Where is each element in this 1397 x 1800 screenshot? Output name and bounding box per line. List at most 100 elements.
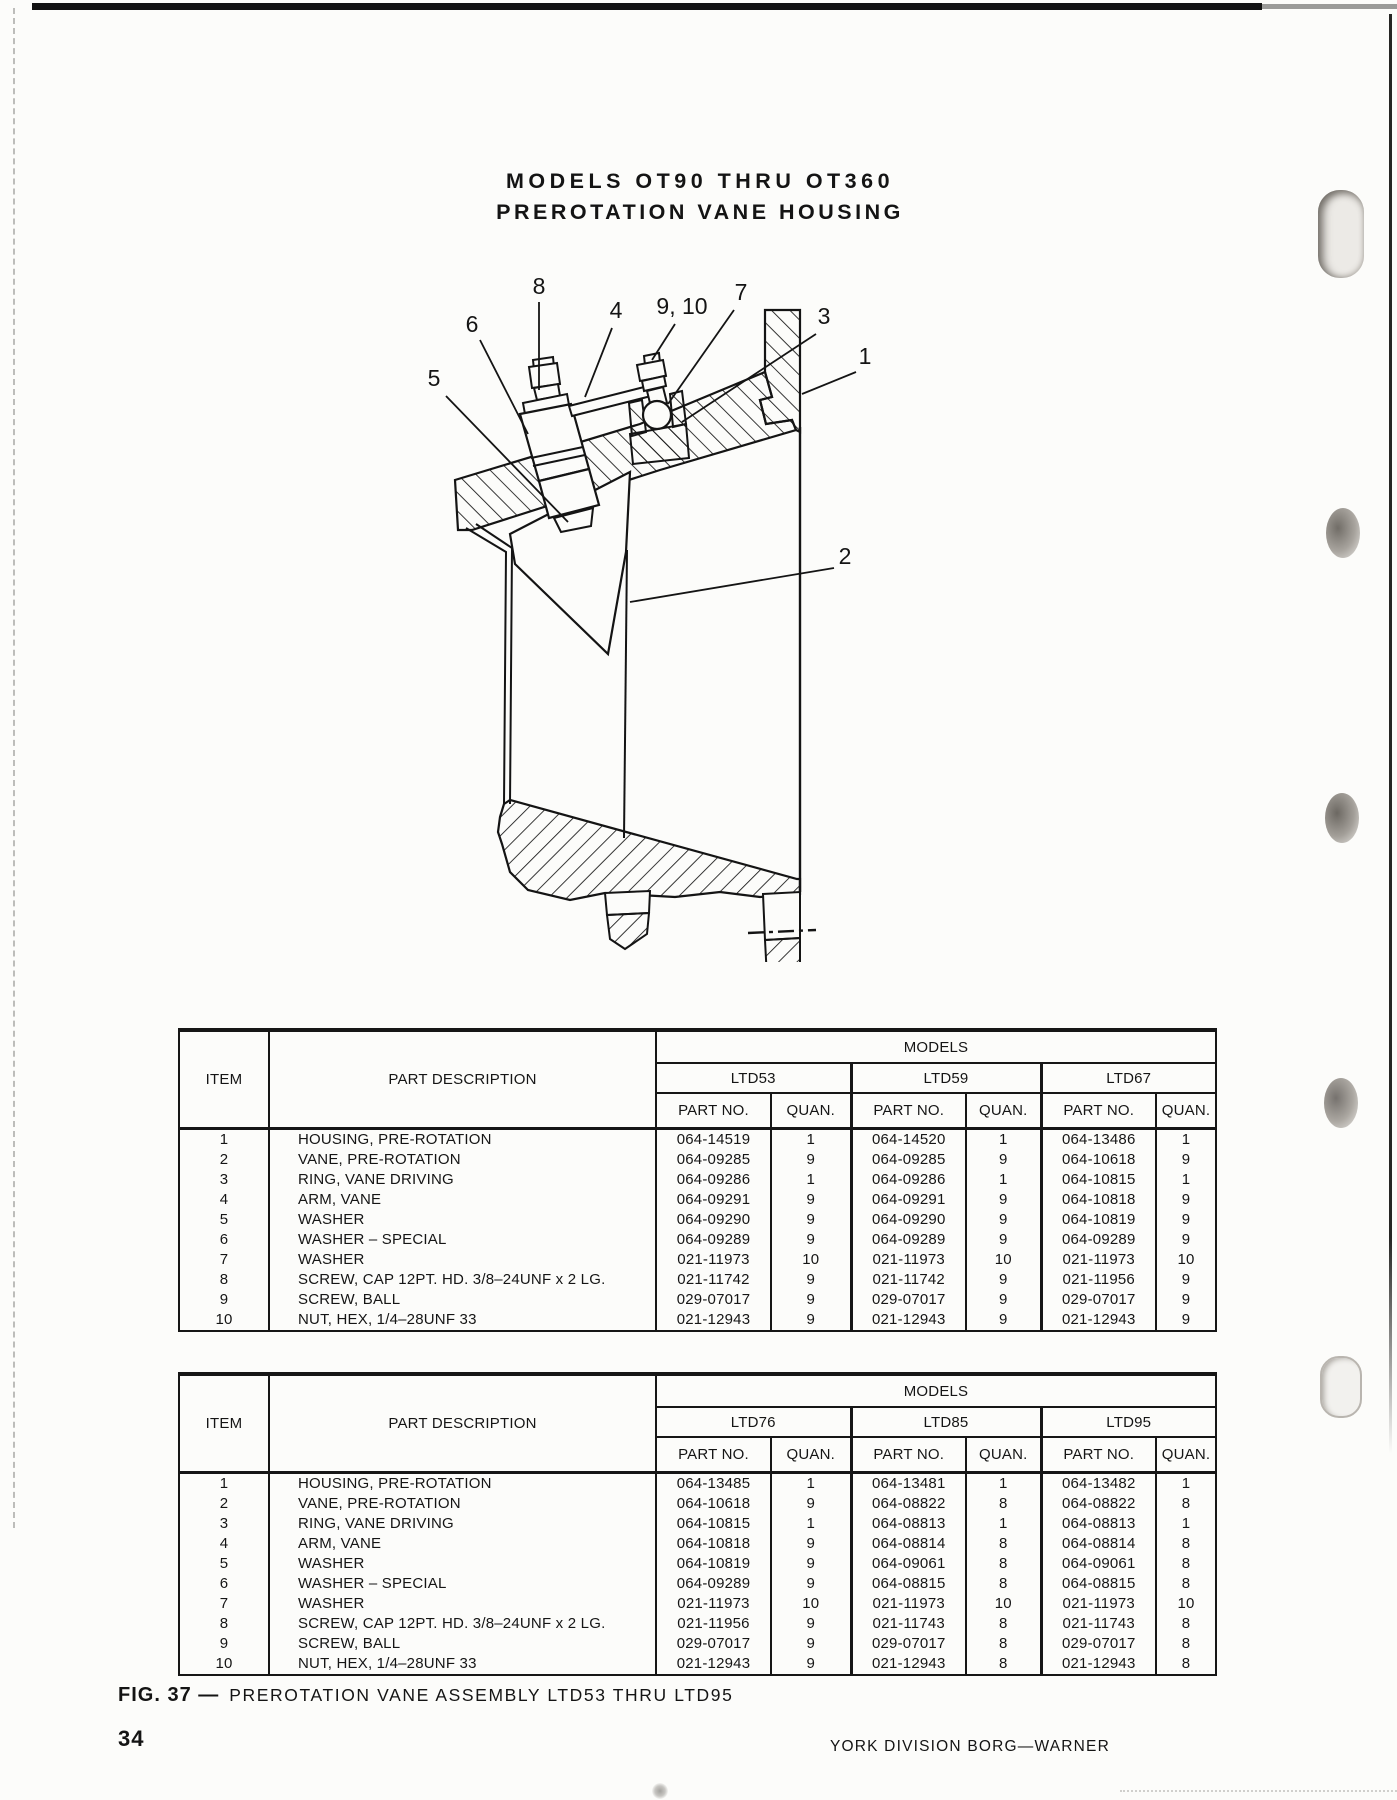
quan-cell: 8 <box>965 1654 1041 1675</box>
quan-cell: 9 <box>1155 1270 1216 1290</box>
quan-cell: 9 <box>770 1494 851 1514</box>
item-cell: 9 <box>219 1635 229 1652</box>
housing-foot-right-hatch <box>763 936 801 962</box>
part-description-cell: HOUSING, PRE-ROTATION <box>268 1472 656 1494</box>
quan-cell: 8 <box>965 1534 1041 1554</box>
model-header-ltd85: LTD85 <box>849 1407 1041 1438</box>
part-no-cell: 064-09061 <box>849 1554 966 1574</box>
binder-hole <box>1326 508 1360 558</box>
quan-cell: 9 <box>965 1310 1041 1331</box>
part-no-cell: 064-08815 <box>1039 1574 1156 1594</box>
part-no-cell: 064-10818 <box>1039 1190 1156 1210</box>
quan-cell: 1 <box>965 1472 1041 1494</box>
item-header: ITEM <box>179 1374 269 1474</box>
leader-1 <box>801 371 857 395</box>
housing-foot-right <box>761 890 801 942</box>
housing-flange <box>758 308 802 434</box>
part-no-header: PART NO. <box>1039 1437 1156 1474</box>
part-no-cell: 029-07017 <box>1039 1634 1156 1654</box>
item-cell: 5 <box>219 1555 229 1572</box>
part-description-cell: VANE, PRE-ROTATION <box>268 1494 656 1514</box>
quan-cell: 8 <box>1155 1634 1216 1654</box>
part-no-cell: 064-10618 <box>1039 1150 1156 1170</box>
housing-foot-left-hatch <box>605 911 651 951</box>
quan-cell: 10 <box>770 1594 851 1614</box>
part-no-cell: 064-09286 <box>849 1170 966 1190</box>
callout-3: 3 <box>818 303 831 329</box>
quan-cell: 9 <box>1155 1210 1216 1230</box>
part-no-cell: 029-07017 <box>849 1290 966 1310</box>
leader-7 <box>667 309 735 405</box>
part-description-cell: WASHER <box>268 1250 656 1270</box>
quan-cell: 9 <box>770 1574 851 1594</box>
callout-8: 8 <box>533 273 546 299</box>
leader-5 <box>445 395 569 523</box>
part-no-cell: 064-08822 <box>1039 1494 1156 1514</box>
quan-cell: 9 <box>770 1290 851 1310</box>
part-no-cell: 064-08814 <box>1039 1534 1156 1554</box>
quan-cell: 1 <box>965 1170 1041 1190</box>
part-no-cell: 021-11743 <box>849 1614 966 1634</box>
quan-cell: 8 <box>1155 1574 1216 1594</box>
part-no-cell: 064-09289 <box>655 1230 771 1250</box>
scan-edge-top-faint <box>1262 4 1397 9</box>
part-description-cell: NUT, HEX, 1/4–28UNF 33 <box>268 1654 656 1675</box>
part-description-cell: HOUSING, PRE-ROTATION <box>268 1128 656 1150</box>
item-cell: 1 <box>219 1475 229 1492</box>
quan-cell: 9 <box>965 1210 1041 1230</box>
part-description-cell: ARM, VANE <box>268 1190 656 1210</box>
quan-cell: 8 <box>965 1614 1041 1634</box>
part-no-cell: 064-09290 <box>655 1210 771 1230</box>
quan-cell: 9 <box>1155 1290 1216 1310</box>
part-description-cell: RING, VANE DRIVING <box>268 1170 656 1190</box>
quan-cell: 8 <box>965 1554 1041 1574</box>
part-description-cell: WASHER <box>268 1594 656 1614</box>
part-no-cell: 064-08814 <box>849 1534 966 1554</box>
item-cell: 2 <box>219 1151 229 1168</box>
part-description-cell: ARM, VANE <box>268 1534 656 1554</box>
part-no-cell: 021-12943 <box>849 1310 966 1331</box>
item-cell: 4 <box>219 1191 229 1208</box>
washer-line-2 <box>532 454 586 467</box>
part-no-cell: 064-09289 <box>1039 1230 1156 1250</box>
leader-2 <box>629 567 835 603</box>
part-no-cell: 021-11973 <box>1039 1250 1156 1270</box>
part-no-cell: 021-11743 <box>1039 1614 1156 1634</box>
quan-cell: 10 <box>965 1250 1041 1270</box>
part-no-cell: 029-07017 <box>849 1634 966 1654</box>
part-description-header: PART DESCRIPTION <box>268 1030 656 1130</box>
leader-6 <box>479 339 529 435</box>
quan-cell: 9 <box>965 1290 1041 1310</box>
quan-cell: 1 <box>770 1170 851 1190</box>
part-no-cell: 021-11956 <box>1039 1270 1156 1290</box>
figure-caption-text: PREROTATION VANE ASSEMBLY LTD53 THRU LTD… <box>229 1685 734 1705</box>
page-number: 34 <box>118 1726 145 1751</box>
quan-cell: 9 <box>770 1150 851 1170</box>
quan-cell: 1 <box>1155 1170 1216 1190</box>
washer-line-1 <box>530 446 584 459</box>
part-no-header: PART NO. <box>849 1437 966 1474</box>
quan-cell: 10 <box>1155 1250 1216 1270</box>
quan-cell: 9 <box>770 1634 851 1654</box>
quan-cell: 9 <box>965 1150 1041 1170</box>
item-cell: 10 <box>215 1311 233 1328</box>
quan-header: QUAN. <box>1155 1093 1216 1130</box>
quan-cell: 1 <box>965 1128 1041 1150</box>
center-line <box>747 928 817 935</box>
leader-9-10 <box>651 323 676 361</box>
quan-cell: 9 <box>1155 1230 1216 1250</box>
item-cell: 8 <box>219 1271 229 1288</box>
item-cell: 1 <box>219 1131 229 1148</box>
part-description-cell: WASHER <box>268 1210 656 1230</box>
quan-cell: 9 <box>770 1210 851 1230</box>
quan-cell: 10 <box>965 1594 1041 1614</box>
callout-2: 2 <box>839 543 852 569</box>
part-no-cell: 064-09061 <box>1039 1554 1156 1574</box>
